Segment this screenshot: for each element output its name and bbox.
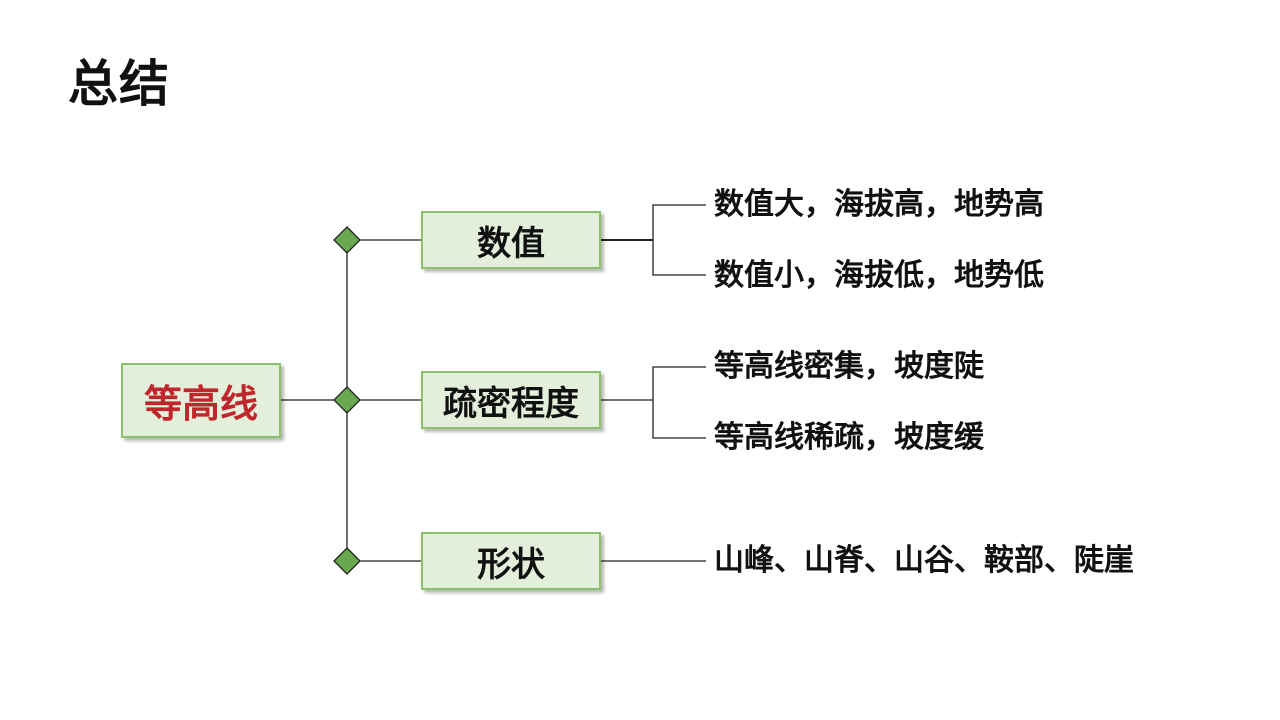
cat1-bracket: [652, 204, 706, 276]
diamond-marker-1: [333, 226, 361, 254]
root-node: 等高线: [121, 363, 281, 438]
leaf-density-dense: 等高线密集，坡度陡: [714, 349, 984, 384]
leaf-value-low: 数值小，海拔低，地势低: [714, 258, 1044, 293]
page-title: 总结: [68, 55, 170, 113]
leaf-shape-types: 山峰、山脊、山谷、鞍部、陡崖: [714, 543, 1134, 578]
diamond-marker-3: [333, 547, 361, 575]
category-node-density: 疏密程度: [421, 371, 601, 429]
cat2-bracket: [652, 366, 706, 439]
category-node-shape: 形状: [421, 532, 601, 590]
leaf-density-sparse: 等高线稀疏，坡度缓: [714, 420, 984, 455]
leaf-value-high: 数值大，海拔高，地势高: [714, 187, 1044, 222]
category-node-value: 数值: [421, 211, 601, 269]
diamond-marker-2: [333, 386, 361, 414]
